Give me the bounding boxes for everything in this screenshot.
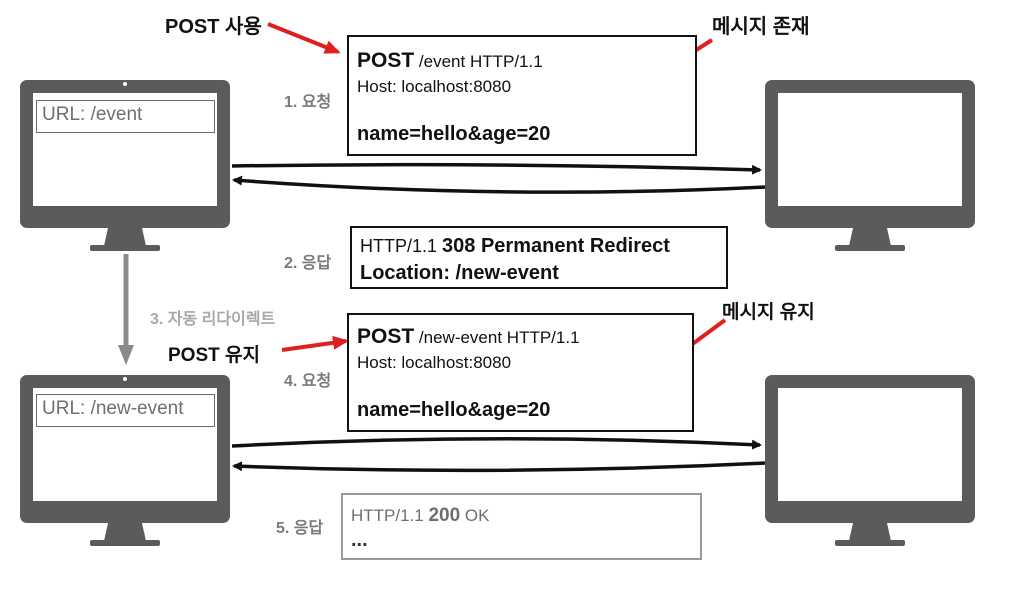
- post-usage-arrow: [267, 22, 341, 54]
- monitor-icon: [765, 80, 975, 251]
- response-status: 308 Permanent Redirect: [442, 235, 670, 257]
- request-host: Host: localhost:8080: [357, 77, 512, 96]
- request-body: name=hello&age=20: [357, 123, 551, 145]
- request-line: /event HTTP/1.1: [414, 52, 543, 71]
- response-version: HTTP/1.1: [351, 506, 429, 525]
- request-message-1: POST /event HTTP/1.1 Host: localhost:808…: [347, 35, 697, 156]
- post-usage-label: POST 사용: [165, 16, 262, 38]
- response-status: 200: [428, 505, 461, 526]
- url-bar-top: URL: /event: [36, 100, 215, 133]
- response-arrow-2: [232, 175, 766, 194]
- request-host: Host: localhost:8080: [357, 353, 512, 372]
- step-4-label: 4. 요청: [284, 373, 332, 390]
- response-ellipsis: ...: [351, 529, 368, 551]
- monitor-icon: [765, 375, 975, 546]
- request-method: POST: [357, 49, 415, 72]
- response-arrow-5: [232, 461, 766, 473]
- message-exists-label: 메시지 존재: [712, 16, 810, 38]
- request-arrow-4: [231, 436, 762, 450]
- post-keep-arrow: [281, 335, 349, 352]
- response-version: HTTP/1.1: [360, 236, 443, 256]
- request-body: name=hello&age=20: [357, 399, 551, 421]
- response-message-2: HTTP/1.1 200 OK ...: [341, 493, 702, 560]
- redirect-diagram: URL: /event URL: /new-event: [20, 16, 975, 560]
- request-line: /new-event HTTP/1.1: [414, 328, 580, 347]
- request-method: POST: [357, 325, 415, 348]
- step-2-label: 2. 응답: [284, 255, 332, 272]
- server-monitor-bottom: [765, 375, 975, 603]
- response-message-1: HTTP/1.1 308 Permanent Redirect Location…: [350, 226, 728, 289]
- url-bar-bottom: URL: /new-event: [36, 394, 215, 427]
- step-3-label: 3. 자동 리다이렉트: [150, 311, 276, 328]
- server-monitor-top: [765, 80, 975, 308]
- step-1-label: 1. 요청: [284, 94, 332, 111]
- request-message-2: POST /new-event HTTP/1.1 Host: localhost…: [347, 313, 694, 432]
- request-arrow-1: [231, 162, 762, 175]
- post-keep-label: POST 유지: [168, 345, 260, 366]
- response-reason: OK: [460, 506, 490, 525]
- message-keep-label: 메시지 유지: [722, 302, 815, 323]
- step-5-label: 5. 응답: [276, 520, 324, 537]
- response-location: Location: /new-event: [360, 262, 559, 284]
